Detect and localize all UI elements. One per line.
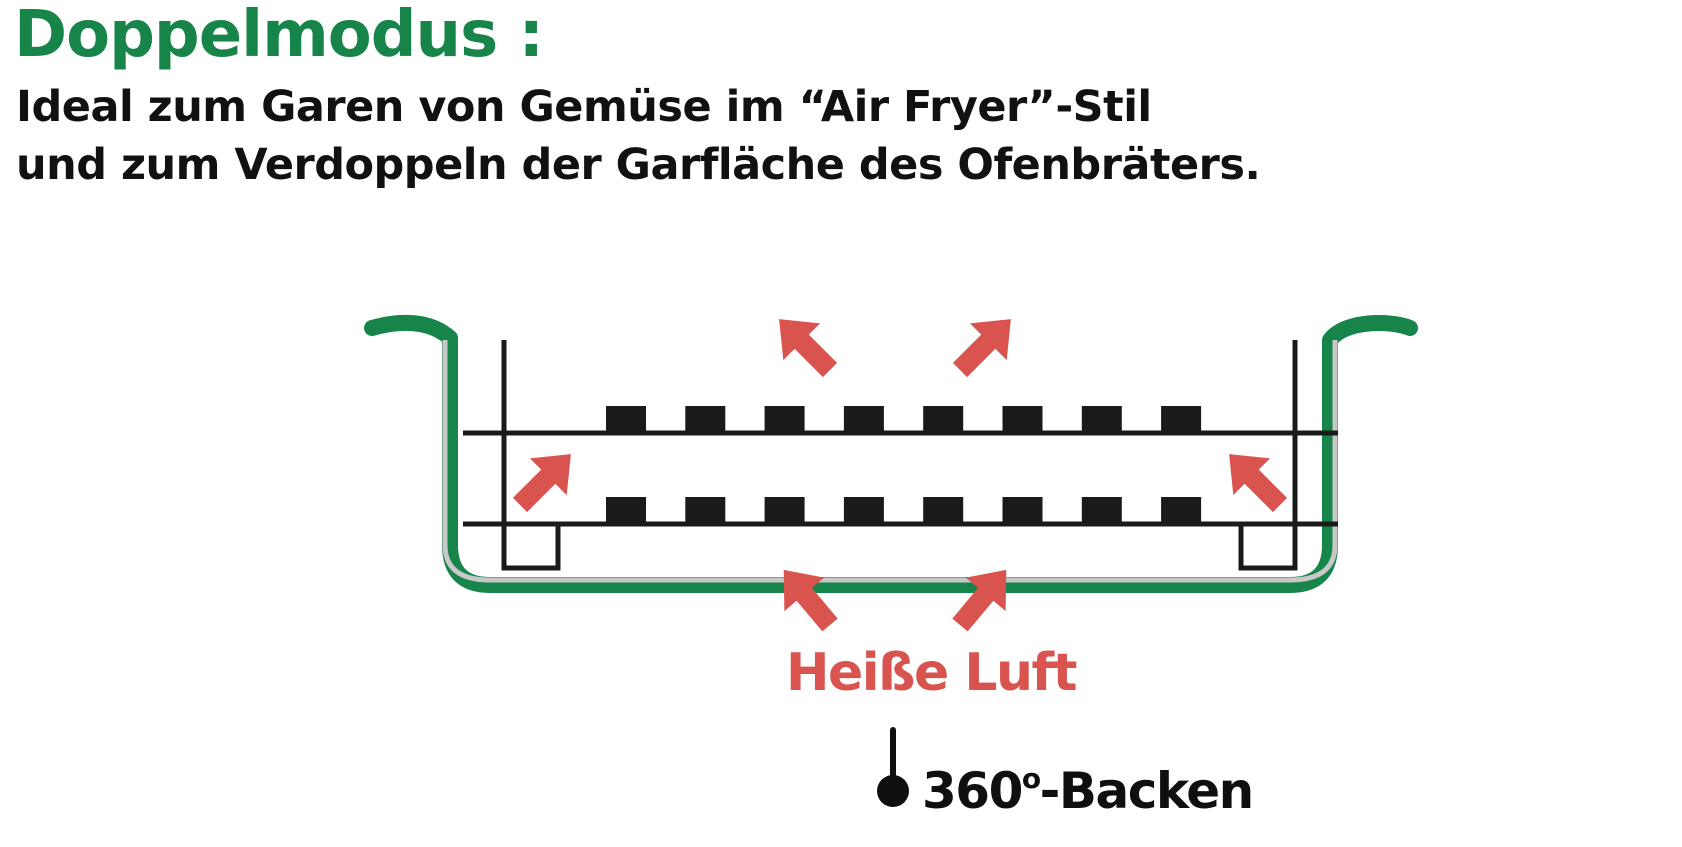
food-piece bbox=[764, 497, 805, 524]
wire-racks bbox=[463, 340, 1338, 571]
page-title: Doppelmodus : bbox=[14, 0, 544, 72]
food-piece bbox=[606, 497, 646, 524]
baking-mode-label: 360o-Backen bbox=[922, 762, 1253, 820]
food-pieces-lower-rack bbox=[606, 497, 1202, 524]
food-piece bbox=[685, 406, 726, 433]
food-piece bbox=[685, 497, 726, 524]
air-arrow-left bbox=[512, 454, 571, 513]
food-piece bbox=[606, 406, 646, 433]
baking-label-number: 360 bbox=[922, 762, 1022, 820]
baking-label-suffix: -Backen bbox=[1040, 762, 1253, 820]
subtitle-line-2: und zum Verdoppeln der Garfläche des Ofe… bbox=[16, 140, 1261, 190]
food-piece bbox=[1161, 497, 1202, 524]
food-piece bbox=[1081, 406, 1122, 433]
air-arrow-top-right bbox=[952, 319, 1011, 378]
food-piece bbox=[923, 406, 964, 433]
heating-element-icon bbox=[877, 727, 909, 807]
subtitle-line-1: Ideal zum Garen von Gemüse im “Air Fryer… bbox=[16, 82, 1152, 132]
food-piece bbox=[1002, 406, 1043, 433]
food-piece bbox=[1161, 406, 1202, 433]
food-piece bbox=[843, 497, 884, 524]
food-piece bbox=[843, 406, 884, 433]
air-arrow-top-left bbox=[779, 319, 838, 378]
food-piece bbox=[1002, 497, 1043, 524]
baking-label-degree: o bbox=[1022, 762, 1041, 795]
air-arrow-bottom-right bbox=[952, 569, 1007, 632]
air-arrow-right bbox=[1229, 454, 1288, 513]
food-piece bbox=[1081, 497, 1122, 524]
hot-air-arrows bbox=[512, 319, 1288, 632]
air-arrow-bottom-left bbox=[783, 569, 838, 632]
roaster-pan bbox=[364, 314, 1418, 593]
food-piece bbox=[764, 406, 805, 433]
food-piece bbox=[923, 497, 964, 524]
hot-air-label: Heiße Luft bbox=[786, 643, 1077, 703]
food-pieces-upper-rack bbox=[606, 406, 1202, 433]
